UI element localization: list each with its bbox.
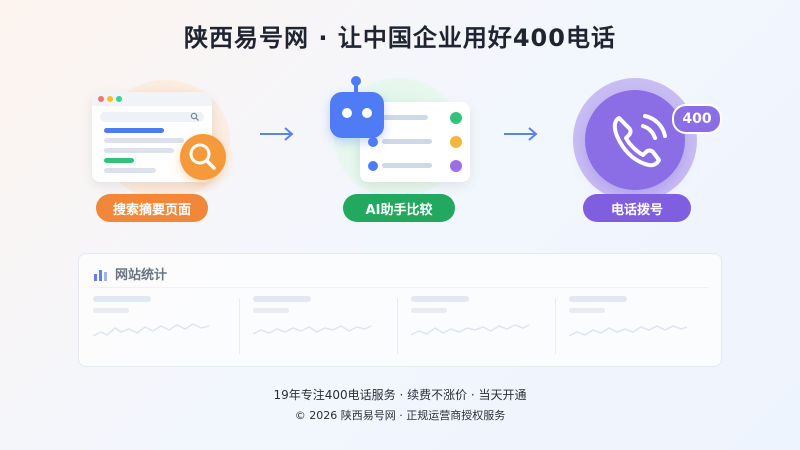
number-400-badge: 400 [672,104,722,134]
list-item [368,112,462,124]
sparkline-placeholder [93,323,210,337]
arrow-right-icon [260,127,294,141]
arrow-right-icon [504,127,538,141]
stat-placeholder [569,296,719,356]
step-search-summary: 搜索摘要页面 [80,72,250,232]
stat-placeholder [411,296,561,356]
result-line [104,168,156,173]
check-icon [450,136,462,148]
step-label-phone: 电话拨号 [583,194,691,222]
list-item [368,136,462,148]
result-line [104,148,174,153]
stat-placeholder [253,296,403,356]
result-line [104,138,184,143]
step-phone-dial: 400 电话拨号 [550,72,722,232]
sparkline-placeholder [569,325,688,337]
step-label-ai: AI助手比较 [343,194,455,222]
check-icon [450,112,462,124]
step-label-search: 搜索摘要页面 [96,194,208,222]
step-ai-compare: AI助手比较 [315,72,485,232]
site-stats-panel: 网站统计 [78,253,722,367]
divider [239,298,240,354]
phone-icon [585,90,685,190]
stat-placeholder [93,296,243,356]
robot-icon [330,92,384,138]
bar-chart-icon [94,269,107,281]
magnifier-icon [180,134,226,180]
comparison-list [360,102,470,182]
divider [397,298,398,354]
check-icon [450,160,462,172]
list-item [368,160,462,172]
page-title: 陕西易号网 · 让中国企业用好400电话 [184,24,616,52]
footer-slogan: 19年专注400电话服务 · 续费不涨价 · 当天开通 [273,388,527,402]
sparkline-placeholder [411,324,530,336]
browser-titlebar [92,92,212,106]
result-line [104,128,164,133]
stats-header: 网站统计 [93,264,167,283]
window-dot-icon [107,96,113,102]
result-line [104,158,134,163]
stats-title: 网站统计 [115,268,168,283]
window-dot-icon [116,96,122,102]
footer-copyright: © 2026 陕西易号网 · 正规运营商授权服务 [294,409,506,422]
sparkline-placeholder [253,325,372,335]
search-small-icon [190,112,199,121]
robot-antenna-stem [354,80,358,92]
divider [555,298,556,354]
search-bar-illustration [100,112,204,122]
divider [91,287,709,288]
window-dot-icon [98,96,104,102]
